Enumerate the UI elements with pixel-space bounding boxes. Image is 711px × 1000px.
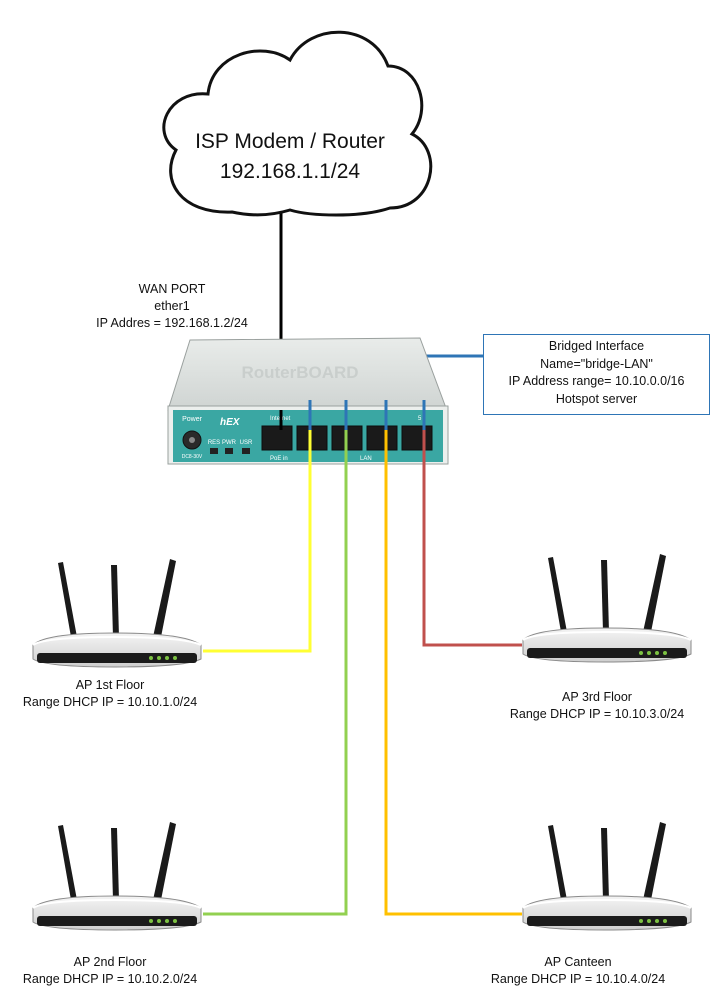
poe-label: PoE in [270,456,288,462]
ap1-cable [203,438,312,653]
usr-label: USR [240,440,253,446]
bridge-title: Bridged Interface [548,339,645,353]
isp-cloud [162,30,433,217]
lan-label: LAN [360,456,372,462]
port-ether1 [261,425,293,451]
ap-2nd-floor [32,821,202,931]
ap3-cable [422,438,522,647]
ap-1st-floor [32,558,202,668]
ap4-range: Range DHCP IP = 10.10.4.0/24 [490,972,666,986]
wan-ether1-label: ether1 [154,299,190,313]
ap-3rd-floor [522,553,692,663]
ap3-range: Range DHCP IP = 10.10.3.0/24 [509,707,685,721]
isp-title: ISP Modem / Router [195,130,385,153]
port-ether5 [401,425,433,451]
res-label: RES [208,440,220,446]
wan-ip-label: IP Addres = 192.168.1.2/24 [96,316,248,330]
bridge-hotspot: Hotspot server [555,391,638,406]
bridge-interface-box: Bridged Interface Name="bridge-LAN" IP A… [483,334,710,415]
isp-ip: 192.168.1.1/24 [219,160,361,183]
port-ether2 [296,425,328,451]
ap4-name: AP Canteen [544,955,612,969]
router-hex: RouterBOARD Power DC8-30V RES PWR USR hE… [167,337,449,465]
ap1-name: AP 1st Floor [75,678,145,692]
ap2-name: AP 2nd Floor [73,955,147,969]
ap1-range: Range DHCP IP = 10.10.1.0/24 [22,695,198,709]
ap2-cable [203,438,348,916]
power-label: Power [182,416,203,423]
ap2-range: Range DHCP IP = 10.10.2.0/24 [22,972,198,986]
wan-port-label: WAN PORT [138,282,206,296]
ap4-cable [384,438,522,916]
dc-label: DC8-30V [182,454,203,460]
ap-canteen [522,821,692,931]
bridge-name: Name="bridge-LAN" [540,356,653,371]
ap3-name: AP 3rd Floor [562,690,632,704]
router-brand-text: RouterBOARD [241,363,358,382]
model-label: hEX [220,417,241,428]
port-ether4 [366,425,398,451]
pwr-label: PWR [222,440,237,446]
bridge-ip-range: IP Address range= 10.10.0.0/16 [508,374,685,388]
port5-label: 5 [418,416,422,422]
